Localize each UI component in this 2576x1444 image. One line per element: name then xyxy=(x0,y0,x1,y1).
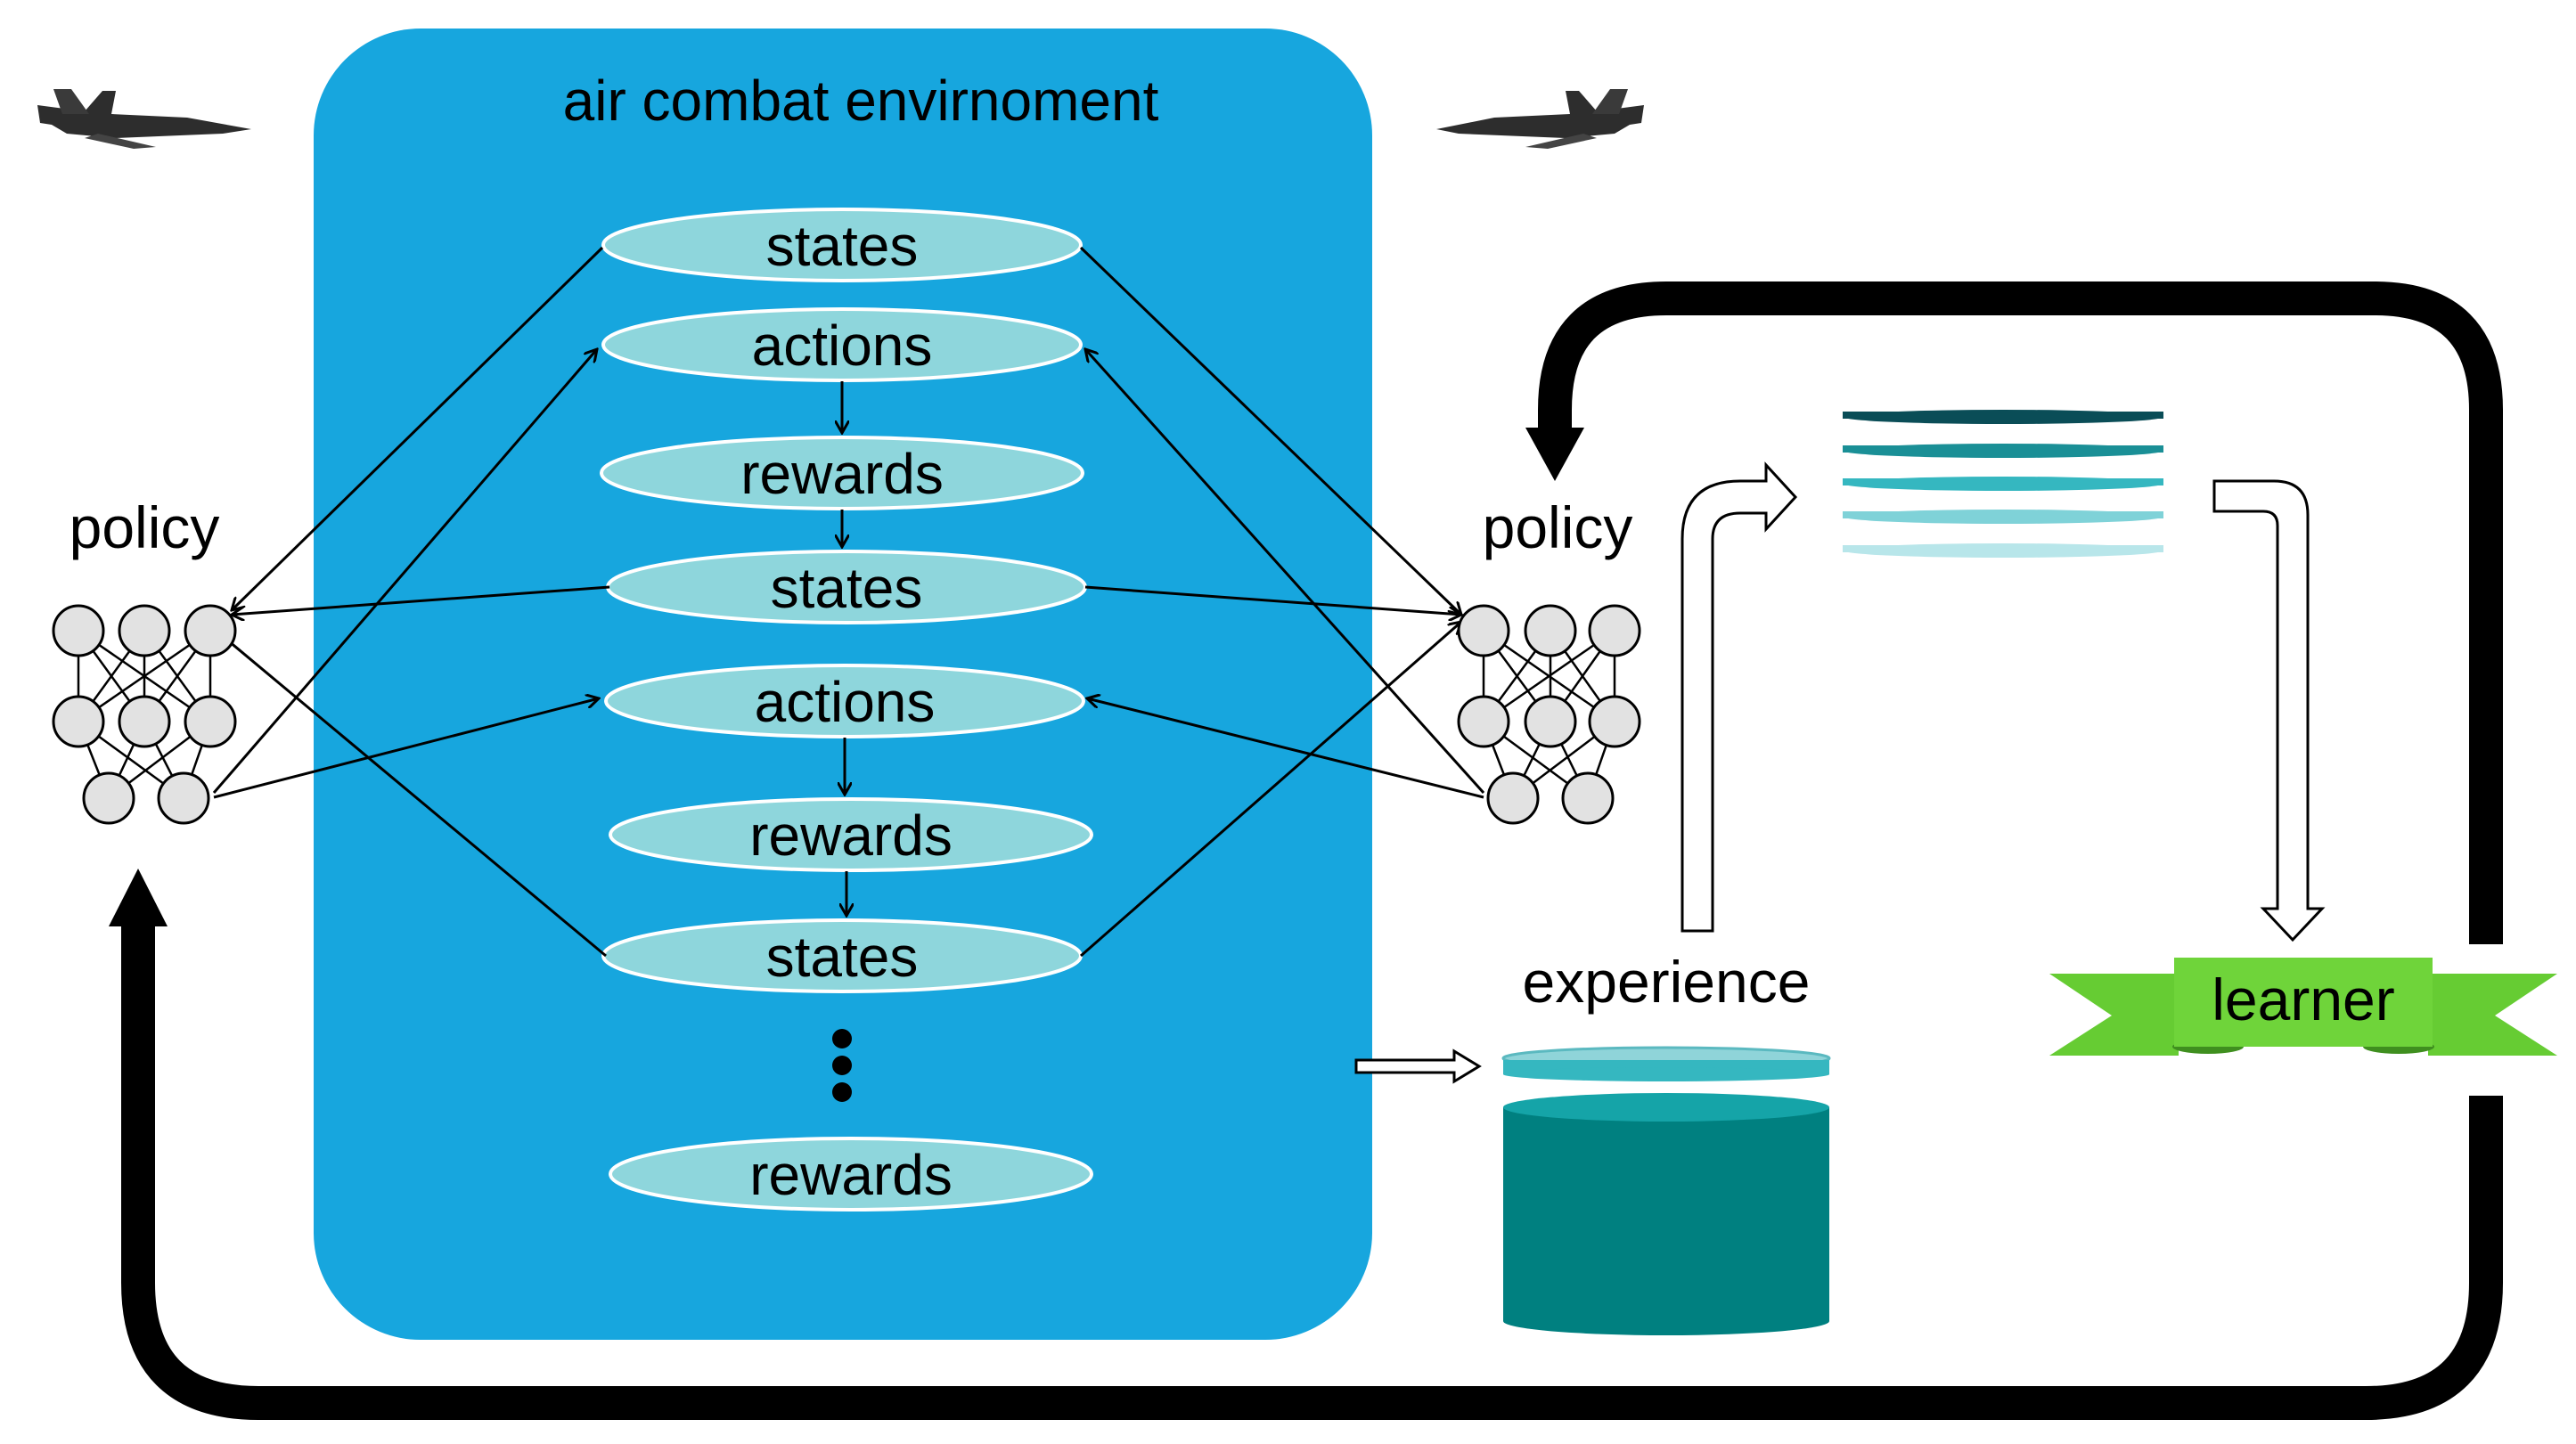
sequence-label: states xyxy=(766,925,919,989)
sequence-node: states xyxy=(601,918,1083,993)
fighter-jet-icon xyxy=(37,89,251,149)
sequence-node: actions xyxy=(604,664,1085,738)
right-policy-links xyxy=(1079,246,1485,958)
sample-arrow xyxy=(1681,461,1798,933)
sequence-node: states xyxy=(601,208,1083,282)
sequence-arrows xyxy=(842,381,846,916)
environment-title: air combat envirnoment xyxy=(563,69,1159,133)
policy-right-label: policy xyxy=(1483,494,1633,560)
policy-network-right xyxy=(1457,604,1641,825)
learner-label: learner xyxy=(2212,967,2394,1032)
policy-network-left xyxy=(52,604,237,825)
learner-banner xyxy=(2049,958,2557,1056)
sequence-label: states xyxy=(771,556,923,620)
sequence-label: rewards xyxy=(749,804,953,868)
policy-left-label: policy xyxy=(70,494,220,560)
experience-label: experience xyxy=(1523,949,1811,1015)
sequence-label: states xyxy=(766,214,919,278)
experience-database-icon xyxy=(1501,1046,1831,1335)
fighter-jet-icon xyxy=(1436,89,1644,149)
store-arrow xyxy=(1354,1048,1482,1084)
sequence-node: actions xyxy=(601,307,1083,382)
left-policy-links xyxy=(212,246,610,958)
sequence-label: actions xyxy=(755,670,936,734)
update-loop-arrow-top xyxy=(1525,281,2503,944)
sample-batch-stack xyxy=(1843,410,2163,558)
ellipsis-dots xyxy=(832,1029,852,1102)
sequence-label: actions xyxy=(752,314,933,378)
update-loop-arrow-bottom xyxy=(109,869,2503,1420)
sequence-node: rewards xyxy=(609,797,1093,872)
sequence-label: rewards xyxy=(749,1143,953,1207)
train-arrow xyxy=(2212,479,2326,942)
sequence-label: rewards xyxy=(740,442,944,506)
sequence-node: states xyxy=(606,550,1087,624)
sequence-node: rewards xyxy=(600,436,1084,510)
sequence-node: rewards xyxy=(609,1137,1093,1211)
